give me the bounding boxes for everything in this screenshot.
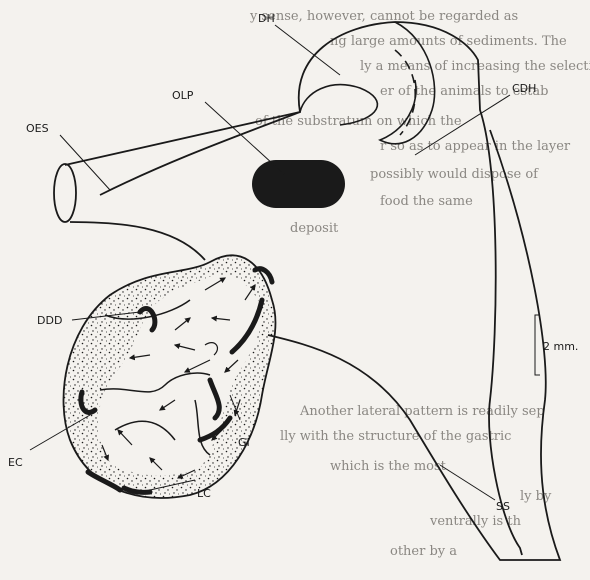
background-text: y sense, however, cannot be regarded as …: [249, 9, 590, 559]
label-dh: DH: [258, 12, 275, 25]
bg-line: Another lateral pattern is readily sep: [299, 404, 545, 419]
bg-line: lly with the structure of the gastric: [280, 429, 511, 444]
oesophageal-lip: [252, 160, 345, 208]
bg-line: food the same: [380, 194, 473, 209]
label-cdh: CDH: [512, 82, 536, 95]
scale-bar-label: 2 mm.: [543, 340, 578, 353]
label-gi: GI: [238, 436, 250, 449]
bg-line: deposit: [290, 221, 339, 236]
oesophagus-opening: [54, 164, 76, 222]
label-oes: OES: [26, 122, 49, 135]
label-lc: LC: [197, 487, 211, 500]
leader-oes: [60, 135, 110, 190]
bg-line: possibly would dispose of: [370, 167, 539, 182]
label-ss: SS: [496, 500, 510, 513]
bg-line: ly a means of increasing the selecti: [360, 59, 590, 74]
label-olp: OLP: [172, 89, 194, 102]
bg-line: y sense, however, cannot be regarded as: [249, 9, 518, 24]
leader-dh: [275, 25, 340, 75]
bg-line: ng large amounts of sediments. The: [330, 34, 567, 49]
bg-line: which is the most: [330, 459, 447, 474]
label-ddd: DDD: [37, 314, 62, 327]
bg-line: ly by: [520, 489, 552, 504]
scale-bracket: [535, 315, 540, 375]
label-ec: EC: [8, 456, 23, 469]
leader-olp: [205, 102, 285, 175]
bg-line: other by a: [390, 544, 457, 559]
